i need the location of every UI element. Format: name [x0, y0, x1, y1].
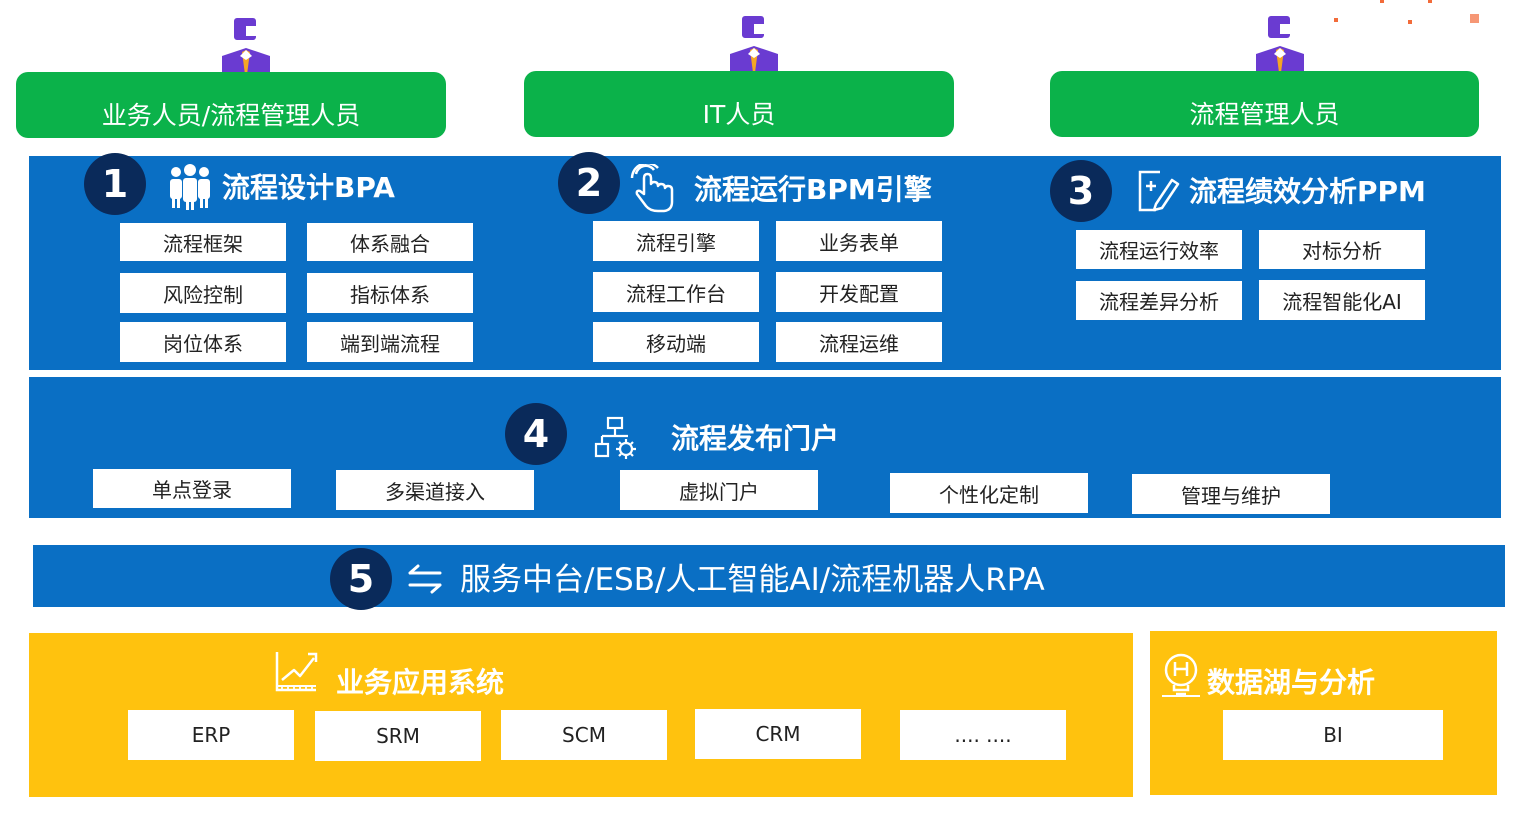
item-scm: SCM	[501, 710, 667, 760]
item-sso: 单点登录	[93, 469, 291, 508]
item-process-ops: 流程运维	[776, 322, 942, 362]
item-process-framework: 流程框架	[120, 223, 286, 261]
section-title-middleware: 服务中台/ESB/人工智能AI/流程机器人RPA	[460, 562, 1045, 598]
decor-dot	[1380, 0, 1384, 3]
section-number-1: 1	[84, 153, 146, 215]
item-process-efficiency: 流程运行效率	[1076, 230, 1242, 269]
item-bi: BI	[1223, 710, 1443, 760]
role-it-staff: IT人员	[524, 71, 954, 137]
item-dev-config: 开发配置	[776, 272, 942, 312]
section-title-business-apps: 业务应用系统	[336, 666, 505, 699]
section-number-5: 5	[330, 548, 392, 610]
item-crm: CRM	[695, 709, 861, 759]
decor-dot	[1470, 14, 1479, 23]
item-multichannel: 多渠道接入	[336, 470, 534, 510]
item-more: .... ....	[900, 710, 1066, 760]
item-personalization: 个性化定制	[890, 473, 1088, 513]
item-srm: SRM	[315, 711, 481, 761]
section-title-data-lake: 数据湖与分析	[1207, 666, 1376, 699]
role-process-manager: 流程管理人员	[1050, 71, 1479, 137]
item-end-to-end-process: 端到端流程	[307, 322, 473, 362]
item-virtual-portal: 虚拟门户	[620, 470, 818, 510]
item-process-workbench: 流程工作台	[593, 272, 759, 312]
item-business-form: 业务表单	[776, 221, 942, 261]
item-process-ai: 流程智能化AI	[1259, 280, 1425, 320]
section-number-3: 3	[1050, 160, 1112, 222]
section-title-bpm: 流程运行BPM引擎	[694, 173, 932, 206]
section-title-bpa: 流程设计BPA	[222, 171, 395, 204]
exchange-arrows-icon	[408, 564, 442, 594]
section-title-portal: 流程发布门户	[671, 422, 840, 455]
decor-dot	[1408, 20, 1412, 24]
edit-document-icon	[1138, 170, 1180, 212]
section-number-2: 2	[558, 152, 620, 214]
role-business-process-staff: 业务人员/流程管理人员	[16, 72, 446, 138]
decor-dot	[1428, 0, 1432, 3]
flowchart-gear-icon	[594, 416, 636, 459]
item-indicator-system: 指标体系	[307, 273, 473, 313]
section-title-ppm: 流程绩效分析PPM	[1189, 175, 1426, 208]
item-process-engine: 流程引擎	[593, 221, 759, 261]
team-icon	[170, 164, 210, 210]
item-process-variance: 流程差异分析	[1076, 281, 1242, 320]
item-management-maintenance: 管理与维护	[1132, 474, 1330, 514]
item-erp: ERP	[128, 710, 294, 760]
item-benchmark-analysis: 对标分析	[1259, 230, 1425, 269]
item-mobile: 移动端	[593, 322, 759, 362]
item-position-system: 岗位体系	[120, 322, 286, 362]
middleware-band	[33, 545, 1505, 607]
section-number-4: 4	[505, 403, 567, 465]
ruler-chart-icon	[275, 652, 318, 692]
item-system-integration: 体系融合	[307, 223, 473, 261]
decor-dot	[1334, 18, 1338, 22]
touch-hand-icon	[630, 164, 674, 213]
lightbulb-icon	[1162, 653, 1200, 697]
item-risk-control: 风险控制	[120, 273, 286, 313]
